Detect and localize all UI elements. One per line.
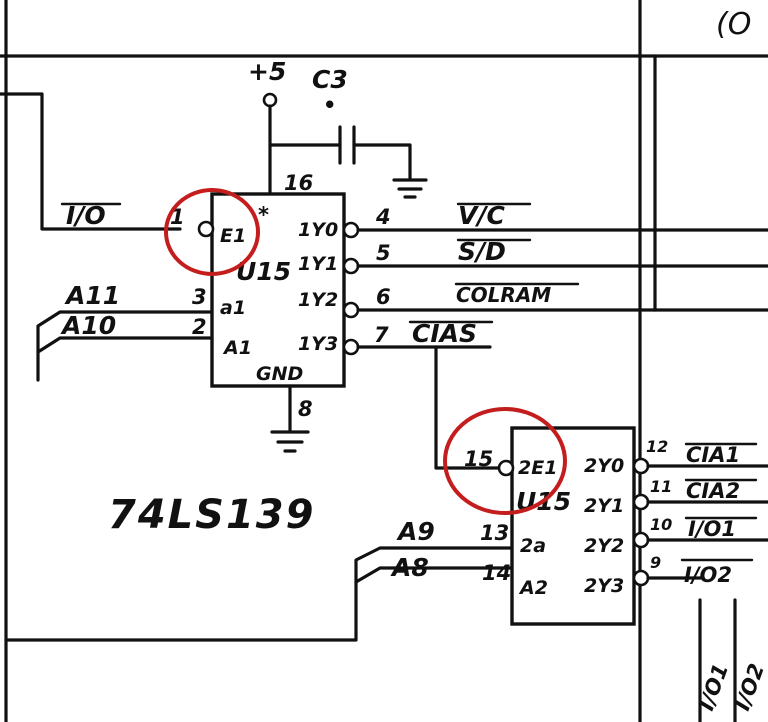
u15b-out-signal-3: I/O2 [684,563,732,587]
u15b-out-signal-2: I/O1 [688,517,736,541]
u15a-in-signal-2: A10 [60,311,116,340]
u15b-out-pin-2: 10 [650,515,672,534]
u15a-in-inner-1: a1 [220,297,246,319]
cap-polarity-mark: • [323,93,336,117]
u15b-in-signal-1: A9 [396,517,435,546]
u15b-in-inner-0: 2E1 [518,457,557,479]
u15b-in-bubble-0 [497,459,515,477]
u15a-out-inner-3: 1Y3 [298,333,338,355]
u15a-out-pin-0: 4 [375,205,391,229]
cias-to-enable-trace [434,345,507,470]
u15a-output-1: 1Y1 5 S/D [298,237,768,275]
u15a-output-2: 1Y2 6 COLRAM [298,282,657,319]
u15a-out-signal-0: V/C [458,201,505,230]
a9-bus-trace [354,546,522,584]
u15b-in-pin-2: 14 [482,561,511,585]
u15b-out-inner-2: 2Y2 [584,535,624,557]
u15a-out-inner-0: 1Y0 [298,219,338,241]
u15a-out-signal-3: CIAS [412,319,477,348]
u15a-out-inner-2: 1Y2 [298,289,338,311]
u15b-out-inner-3: 2Y3 [584,575,624,597]
highlight-circle-u15a-enable [164,188,260,276]
u15a-out-inner-1: 1Y1 [298,253,338,275]
vcc-label: +5 [248,57,286,86]
part-number-label: 74LS139 [108,492,315,538]
ground-symbol-u15a [270,430,310,453]
u15a-in-inner-0: E1 [220,225,246,247]
u15b-out-inner-1: 2Y1 [584,495,624,517]
u15a-output-3: 1Y3 7 CIAS [298,319,494,356]
u15b-in-pin-0: 15 [464,447,493,471]
u15b-out-signal-1: CIA2 [686,479,740,503]
ground-symbol-cap [392,178,428,199]
u15b-output-2: 2Y2 10 I/O1 [584,515,768,557]
cap-label: C3 [312,65,348,94]
a11-bus-trace [36,310,220,354]
u15b-out-pin-1: 11 [650,477,672,496]
u15b-output-0: 2Y0 12 CIA1 [584,437,768,477]
u15a-in-inner-2: A1 [222,337,252,359]
u15b-in-pin-1: 13 [480,521,509,545]
u15b-in-inner-1: 2a [520,535,546,557]
u15a-out-pin-1: 5 [376,241,391,265]
u15b-out-pin-3: 9 [650,553,661,572]
u15a-out-signal-2: COLRAM [456,283,551,307]
chip-u15a-body [210,192,346,388]
chip-u15b-body [510,426,636,626]
u15b-in-signal-2: A8 [390,553,429,582]
u15a-in-bubble-0 [197,220,215,238]
u15a-in-signal-0: I/O [66,201,106,230]
u15b-out-pin-0: 12 [646,437,668,456]
u15a-out-signal-1: S/D [458,237,506,266]
u15a-in-signal-1: A11 [64,281,120,310]
u15a-in-pin-1: 3 [192,285,207,309]
chip-u15a-star: * [258,203,269,227]
u15b-out-signal-0: CIA1 [686,443,740,467]
chip-u15a-pin-vcc: 16 [284,171,313,195]
u15b-in-inner-2: A2 [518,577,548,599]
u15b-output-1: 2Y1 11 CIA2 [584,477,768,517]
corner-text: (O [716,7,751,42]
a10-bus-trace [36,336,220,382]
vcc-terminal [262,92,278,108]
cap-right-lead [352,143,412,180]
lower-bus-trace [6,566,522,642]
u15b-out-inner-0: 2Y0 [584,455,624,477]
u15a-out-pin-2: 6 [376,285,391,309]
io-input-trace [0,92,182,231]
u15a-out-pin-3: 7 [374,323,389,347]
u15a-output-0: 1Y0 4 V/C [298,201,768,241]
u15a-in-pin-2: 2 [192,315,207,339]
u15b-output-3: 2Y3 9 I/O2 [584,553,754,597]
chip-u15a-gnd-label: GND [256,363,303,385]
highlight-circle-u15b-enable [443,407,567,515]
chip-u15a-pin-gnd: 8 [298,397,313,421]
